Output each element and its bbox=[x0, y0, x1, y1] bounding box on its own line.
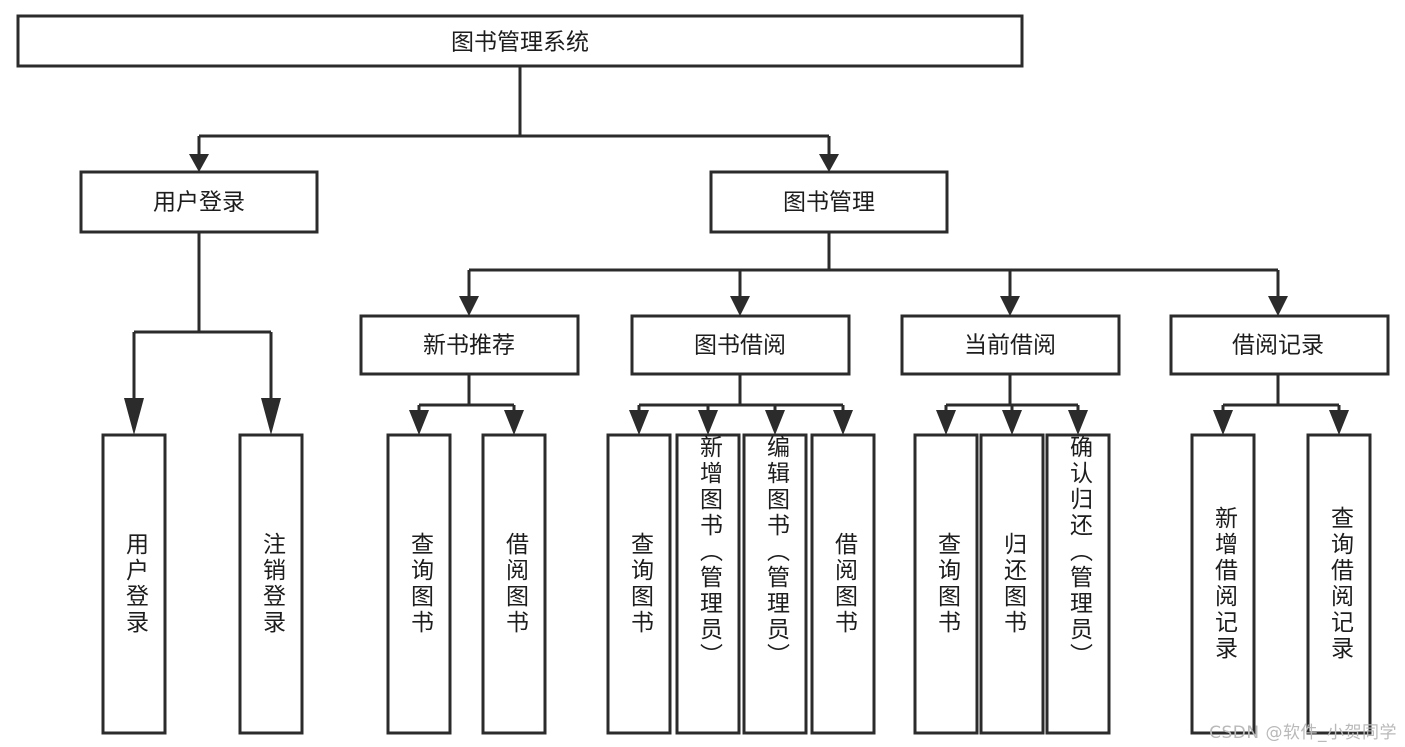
leaf-return-book-box[interactable] bbox=[979, 433, 1045, 735]
edge-group-book-borrow-leaves bbox=[629, 374, 853, 435]
arrow-head-leaf-edit-book bbox=[765, 410, 785, 435]
arrow-head-leaf-query-book-3 bbox=[936, 410, 956, 435]
book-borrow-box[interactable] bbox=[630, 314, 851, 376]
node-book-borrow[interactable]: 图书借阅 bbox=[630, 314, 851, 376]
arrow-head-leaf-return-book bbox=[1002, 410, 1022, 435]
leaf-box-group bbox=[101, 433, 1372, 735]
leaf-query-record-box[interactable] bbox=[1306, 433, 1372, 735]
new-book-rec-label: 新书推荐 bbox=[423, 333, 515, 359]
node-borrow-records[interactable]: 借阅记录 bbox=[1169, 314, 1390, 376]
borrow-records-box[interactable] bbox=[1169, 314, 1390, 376]
arrow-head-leaf-query-record bbox=[1329, 410, 1349, 435]
arrow-head-leaf-add-record bbox=[1213, 410, 1233, 435]
leaf-borrow-book-2-box[interactable] bbox=[810, 433, 876, 735]
leaf-borrow-book-1-box[interactable] bbox=[481, 433, 547, 735]
leaf-query-book-2-box[interactable] bbox=[606, 433, 672, 735]
arrow-head-leaf-query-book-1 bbox=[409, 410, 429, 435]
arrow-head-borrow-records bbox=[1268, 296, 1288, 316]
edge-group-book-manage-to-level3 bbox=[459, 232, 1288, 316]
node-current-borrow[interactable]: 当前借阅 bbox=[900, 314, 1121, 376]
leaf-user-logout-box[interactable] bbox=[238, 433, 304, 735]
node-book-manage[interactable]: 图书管理 bbox=[709, 170, 949, 234]
current-borrow-label: 当前借阅 bbox=[964, 333, 1056, 359]
new-book-rec-box[interactable] bbox=[359, 314, 580, 376]
edge-group-borrow-records-leaves bbox=[1213, 374, 1349, 435]
node-user-login[interactable]: 用户登录 bbox=[79, 170, 319, 234]
arrow-head-book-borrow bbox=[730, 296, 750, 316]
arrow-head-leaf-add-book bbox=[698, 410, 718, 435]
current-borrow-box[interactable] bbox=[900, 314, 1121, 376]
node-root[interactable]: 图书管理系统 bbox=[16, 14, 1024, 68]
arrow-head-leaf-user-logout bbox=[261, 398, 281, 435]
arrow-head-new-book-rec bbox=[459, 296, 479, 316]
leaf-edit-book-box[interactable] bbox=[742, 433, 808, 735]
node-new-book-rec[interactable]: 新书推荐 bbox=[359, 314, 580, 376]
book-manage-box[interactable] bbox=[709, 170, 949, 234]
edge-group-current-borrow-leaves bbox=[936, 374, 1088, 435]
arrow-head-current-borrow bbox=[1000, 296, 1020, 316]
arrow-head-leaf-query-book-2 bbox=[629, 410, 649, 435]
leaf-query-book-1-box[interactable] bbox=[386, 433, 452, 735]
leaf-user-login-box[interactable] bbox=[101, 433, 167, 735]
user-login-label: 用户登录 bbox=[153, 190, 245, 216]
book-manage-label: 图书管理 bbox=[783, 190, 875, 216]
arrow-head-leaf-borrow-book-1 bbox=[504, 410, 524, 435]
book-borrow-label: 图书借阅 bbox=[694, 333, 786, 359]
arrow-head-user-login bbox=[189, 154, 209, 172]
borrow-records-label: 借阅记录 bbox=[1232, 333, 1324, 359]
leaf-add-record-box[interactable] bbox=[1190, 433, 1256, 735]
arrow-head-leaf-user-login bbox=[124, 398, 144, 435]
leaf-query-book-3-box[interactable] bbox=[913, 433, 979, 735]
leaf-add-book-box[interactable] bbox=[675, 433, 741, 735]
arrow-head-book-manage bbox=[819, 154, 839, 172]
root-label: 图书管理系统 bbox=[451, 30, 589, 56]
edge-group-user-login-leaves bbox=[124, 232, 281, 435]
arrow-head-leaf-confirm-return bbox=[1068, 410, 1088, 435]
user-login-box[interactable] bbox=[79, 170, 319, 234]
csdn-watermark: CSDN @软件_小贺同学 bbox=[1209, 723, 1397, 743]
leaf-confirm-return-box[interactable] bbox=[1045, 433, 1111, 735]
arrow-head-leaf-borrow-book-2 bbox=[833, 410, 853, 435]
edge-group-new-book-rec-leaves bbox=[409, 374, 524, 435]
root-box[interactable] bbox=[16, 14, 1024, 68]
edge-group-root-to-level2 bbox=[189, 66, 839, 172]
